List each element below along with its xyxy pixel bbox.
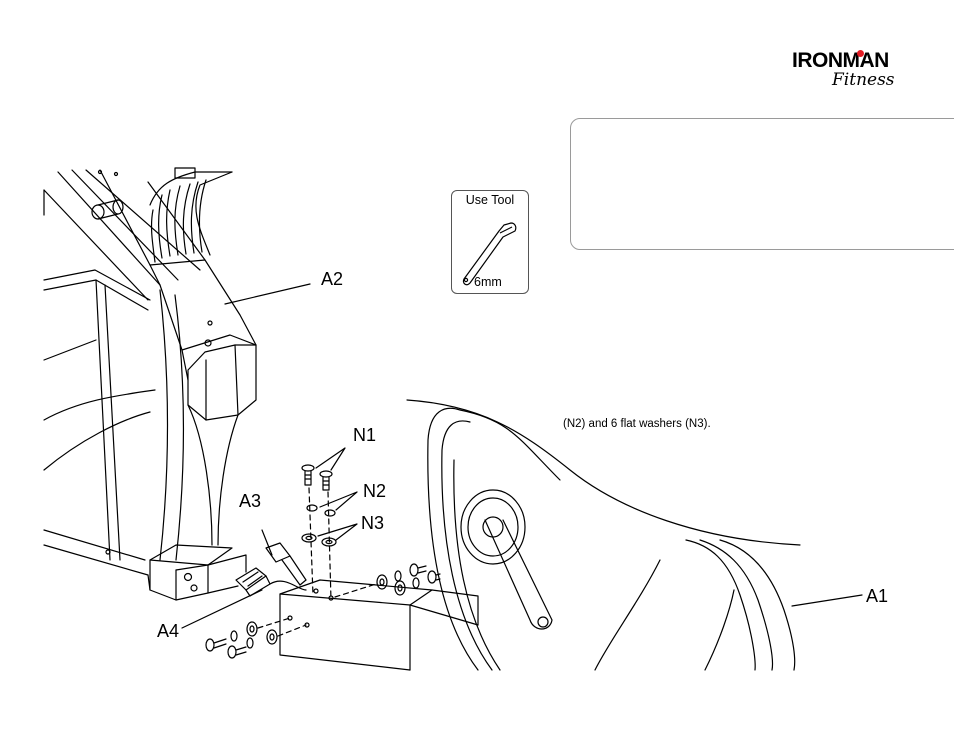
instruction-text: (N2) and 6 flat washers (N3).	[563, 418, 711, 430]
logo-accent-dot	[857, 50, 864, 57]
connector-a3	[235, 542, 307, 597]
allen-key-icon	[462, 222, 517, 286]
callout-leaders	[181, 283, 863, 629]
instruction-note-box	[570, 118, 954, 250]
label-n3: N3	[361, 513, 385, 533]
tool-callout-box: Use Tool 6mm	[451, 190, 529, 294]
housing-a1	[406, 399, 801, 671]
bracket-a4	[149, 544, 247, 601]
label-a3: A3	[239, 491, 262, 511]
logo-brand-bottom: Fitness	[832, 70, 895, 90]
label-a4: A4	[157, 621, 180, 641]
fasteners	[205, 447, 441, 659]
label-a1: A1	[866, 586, 889, 606]
label-n2: N2	[363, 481, 387, 501]
tool-title: Use Tool	[465, 193, 515, 207]
label-n1: N1	[353, 425, 377, 445]
frame-a2	[43, 167, 257, 591]
ironman-fitness-logo: IRONMAN Fitness	[792, 50, 912, 96]
label-a2: A2	[321, 269, 344, 289]
logo-brand-top: IRONMAN	[792, 49, 889, 72]
base-beam	[279, 579, 479, 671]
tool-size-label: 6mm	[474, 275, 502, 289]
